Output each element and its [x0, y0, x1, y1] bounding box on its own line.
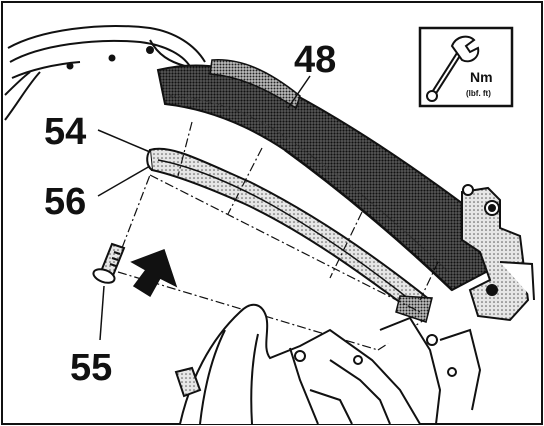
insertion-arrow	[130, 249, 178, 298]
leader-lines	[97, 75, 311, 341]
bracket-right	[461, 184, 535, 322]
torque-unit-lbf: (lbf. ft)	[466, 89, 491, 98]
callout-54: 54	[44, 111, 86, 153]
chain-guide-48	[156, 59, 507, 292]
callout-55: 55	[70, 347, 112, 389]
engine-block-lower	[174, 303, 482, 425]
engine-cover-outline	[4, 25, 206, 121]
guide-rail-56	[146, 147, 433, 323]
torque-unit-nm: Nm	[470, 69, 493, 85]
wrench-icon	[426, 35, 480, 102]
callout-48: 48	[294, 39, 336, 81]
bolt-55	[92, 242, 126, 284]
torque-spec-box: Nm (lbf. ft)	[418, 26, 514, 108]
callout-56: 56	[44, 181, 86, 223]
